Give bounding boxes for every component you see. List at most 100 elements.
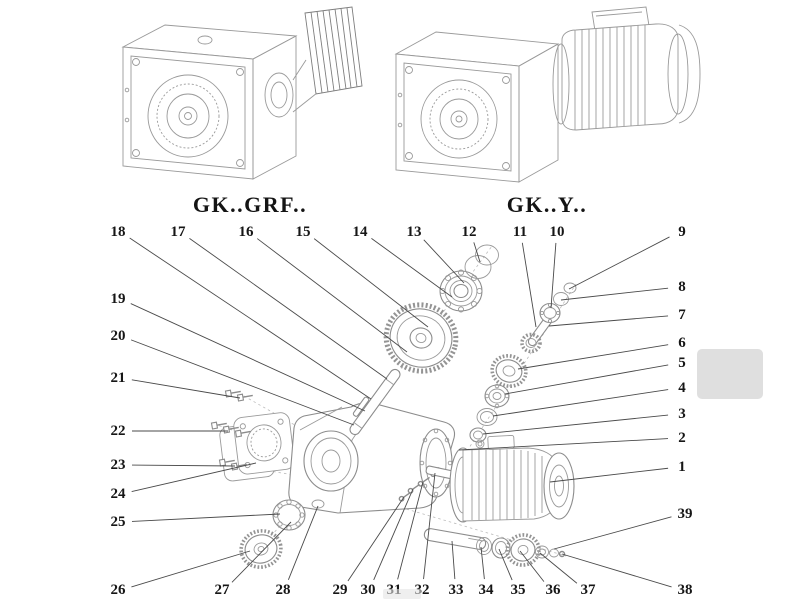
flange-plate — [233, 412, 295, 475]
bearing-lower-left — [272, 499, 306, 531]
callout-label-20: 20 — [111, 328, 126, 344]
callout-label-24: 24 — [111, 486, 127, 502]
callout-label-30: 30 — [361, 582, 376, 598]
gear-lower-left — [239, 529, 283, 569]
callout-label-10: 10 — [550, 224, 565, 240]
leader-line-8 — [560, 287, 669, 301]
variant-label-gk-grf: GK..GRF.. — [192, 192, 308, 217]
callout-label-9: 9 — [678, 224, 686, 240]
lock-nut — [469, 427, 487, 443]
bevel-gear — [490, 354, 528, 388]
leader-line-12 — [473, 242, 481, 263]
callout-label-25: 25 — [111, 514, 126, 530]
output-shaft-assembly — [423, 528, 566, 567]
bearing-pinion — [539, 302, 561, 324]
end-bolt — [558, 550, 566, 558]
leader-line-13 — [423, 239, 465, 284]
motor-flange-ring — [419, 428, 453, 498]
output-bearing — [491, 537, 511, 559]
callout-label-21: 21 — [111, 370, 126, 386]
leader-line-24 — [131, 462, 257, 493]
leader-line-6 — [517, 344, 669, 370]
fan-cowl — [543, 452, 575, 520]
callout-label-34: 34 — [479, 582, 495, 598]
callout-label-6: 6 — [678, 335, 686, 351]
ribbed-cover — [304, 6, 363, 95]
leader-line-16 — [256, 238, 408, 353]
callout-label-22: 22 — [111, 423, 126, 439]
callout-label-12: 12 — [462, 224, 477, 240]
leader-line-28 — [287, 505, 319, 581]
output-washer-2 — [535, 545, 549, 559]
leader-line-36 — [519, 550, 545, 582]
watermark-small — [383, 589, 421, 599]
leader-line-19 — [130, 303, 366, 412]
leader-line-38 — [561, 553, 672, 588]
callout-label-29: 29 — [333, 582, 348, 598]
callout-label-28: 28 — [276, 582, 291, 598]
callout-label-2: 2 — [678, 430, 686, 446]
lifting-eye — [475, 439, 485, 449]
callout-label-36: 36 — [546, 582, 562, 598]
leader-line-30 — [373, 488, 414, 581]
callout-label-16: 16 — [239, 224, 255, 240]
leader-line-32 — [423, 472, 436, 580]
variant-label-gk-y: GK..Y.. — [506, 192, 588, 217]
callout-label-39: 39 — [678, 506, 693, 522]
callout-label-1: 1 — [678, 459, 686, 475]
leader-line-27 — [231, 521, 292, 583]
bottom-boss — [311, 499, 325, 509]
leader-line-11 — [521, 242, 537, 328]
leader-line-21 — [131, 379, 241, 399]
callout-label-35: 35 — [511, 582, 526, 598]
bearing-mid — [484, 383, 510, 409]
callout-label-18: 18 — [111, 224, 126, 240]
leader-line-26 — [131, 550, 251, 588]
motor — [425, 434, 575, 523]
large-gear — [383, 302, 459, 374]
callout-label-38: 38 — [678, 582, 693, 598]
end-disc — [549, 548, 559, 558]
bearing-large — [439, 269, 483, 313]
housing — [288, 402, 456, 514]
leader-line-35 — [498, 548, 513, 581]
callout-label-14: 14 — [353, 224, 369, 240]
output-washer-1 — [476, 537, 492, 555]
spacer-ring — [476, 408, 498, 426]
leader-line-2 — [458, 438, 669, 451]
callout-label-19: 19 — [111, 291, 126, 307]
output-boss-circles — [147, 74, 229, 158]
shim-ring — [475, 244, 499, 266]
output-shaft — [423, 528, 487, 550]
callout-label-7: 7 — [678, 307, 686, 323]
retaining-ring — [464, 255, 492, 279]
output-boss-circles-right — [420, 79, 498, 159]
watermark — [697, 349, 763, 399]
leader-line-31 — [397, 481, 424, 580]
callout-label-17: 17 — [171, 224, 187, 240]
callout-label-33: 33 — [449, 582, 464, 598]
exploded-view — [210, 244, 577, 569]
callout-label-27: 27 — [215, 582, 231, 598]
leader-line-34 — [480, 546, 485, 580]
leader-line-39 — [553, 516, 672, 550]
leader-line-3 — [482, 414, 669, 435]
callout-label-15: 15 — [296, 224, 311, 240]
motor-drawing — [552, 6, 701, 131]
callout-label-4: 4 — [678, 380, 686, 396]
callout-label-13: 13 — [407, 224, 422, 240]
mounting-bolts — [210, 389, 253, 471]
leader-line-7 — [548, 315, 669, 327]
leader-line-37 — [539, 552, 578, 584]
terminal-box — [487, 434, 515, 451]
leader-line-33 — [451, 540, 456, 580]
leader-line-9 — [568, 236, 670, 290]
callout-label-8: 8 — [678, 279, 686, 295]
leader-line-17 — [189, 237, 388, 380]
callout-label-11: 11 — [513, 224, 527, 240]
leader-line-4 — [492, 389, 669, 417]
leader-line-1 — [549, 467, 669, 483]
